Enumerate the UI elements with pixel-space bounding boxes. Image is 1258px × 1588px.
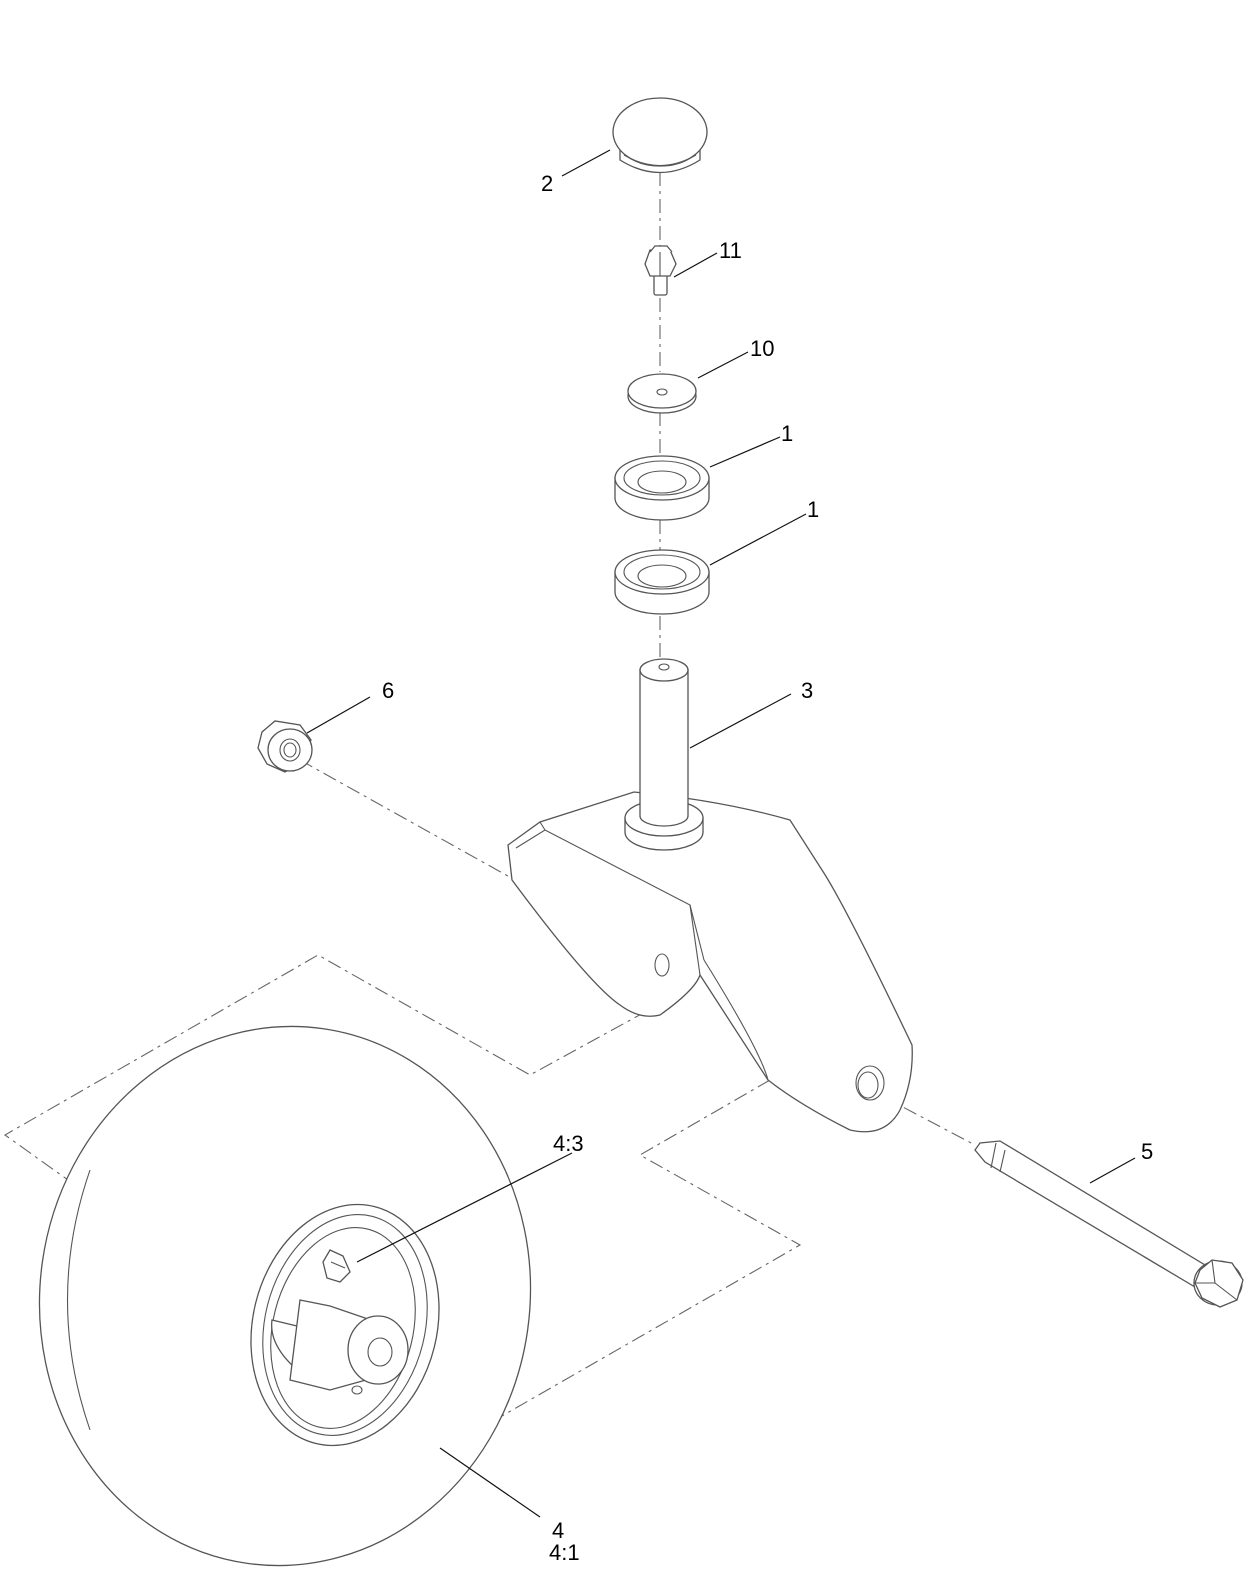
callout-4-1: 4:1 (549, 1540, 580, 1565)
bearing-upper-part (614, 455, 710, 521)
cap-part (612, 97, 708, 174)
callout-2: 2 (541, 171, 553, 196)
callout-11: 11 (719, 238, 742, 263)
flange-nut-part (257, 720, 313, 773)
callout-6: 6 (382, 678, 394, 703)
center-lines (3, 172, 976, 1421)
bearing-lower-part (614, 549, 710, 615)
callout-labels: 2 11 10 1 1 3 6 5 4:3 4 4:1 (382, 171, 1153, 1565)
callout-3: 3 (801, 678, 813, 703)
caster-fork-part (507, 658, 913, 1133)
callout-1-upper: 1 (781, 421, 793, 446)
callout-4: 4 (552, 1518, 564, 1543)
callout-1-lower: 1 (807, 497, 819, 522)
callout-5: 5 (1141, 1139, 1153, 1164)
washer-part (627, 373, 697, 414)
bolt-part (974, 1140, 1244, 1308)
leader-lines (306, 149, 1136, 1518)
callout-10: 10 (750, 336, 774, 361)
screw-part (644, 245, 677, 296)
wheel-part (38, 1025, 532, 1567)
callout-4-3: 4:3 (553, 1131, 584, 1156)
